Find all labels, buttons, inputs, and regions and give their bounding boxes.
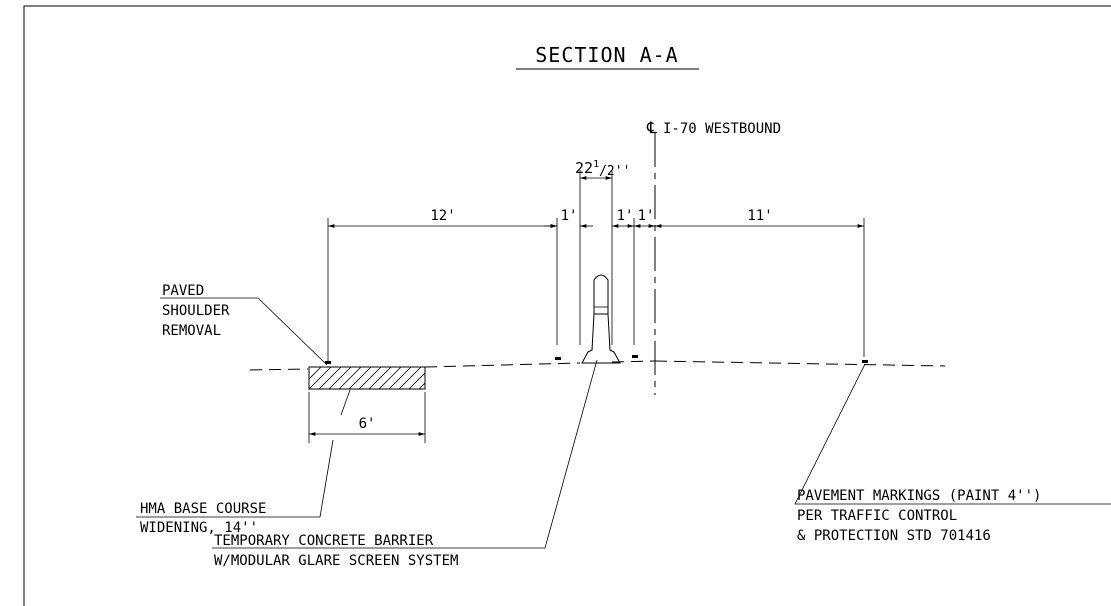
label-markings-1: PAVEMENT MARKINGS (PAINT 4'') (797, 488, 1041, 504)
label-hma-base-1: HMA BASE COURSE (140, 501, 266, 517)
label-barrier-1: TEMPORARY CONCRETE BARRIER (214, 533, 434, 549)
dim-lane-width: 11' (747, 208, 772, 224)
label-markings-3: & PROTECTION STD 701416 (797, 528, 991, 544)
extension-lines (308, 170, 865, 443)
label-paved-shoulder-3: REMOVAL (162, 323, 221, 339)
label-paved-shoulder-1: PAVED (162, 283, 204, 299)
dim-barrier-base: 221/2'' (575, 159, 630, 179)
dim-offset-left: 1' (561, 208, 578, 224)
concrete-barrier (581, 274, 621, 364)
label-hma-base-2: WIDENING, 14'' (140, 520, 258, 536)
dim-barrier-base-main: 22 (575, 159, 593, 177)
leaders (136, 297, 1111, 549)
dim-widening-width: 6' (359, 416, 376, 432)
centerline-label: I-70 WESTBOUND (663, 121, 781, 137)
dim-barrier-base-sup: 1 (593, 159, 599, 170)
label-markings-2: PER TRAFFIC CONTROL (797, 508, 957, 524)
section-title: SECTION A-A (535, 43, 678, 67)
pavement-line (249, 360, 946, 371)
pavement-marking-ticks (325, 355, 868, 364)
dimension-lines (309, 176, 864, 436)
label-barrier-2: W/MODULAR GLARE SCREEN SYSTEM (214, 553, 458, 569)
label-paved-shoulder-2: SHOULDER (162, 303, 230, 319)
centerline-symbol: ℄ (646, 118, 658, 137)
centerline: ℄ I-70 WESTBOUND (646, 118, 781, 395)
drawing-border (23, 5, 1111, 606)
dim-offset-right-1: 1' (617, 208, 634, 224)
dim-shoulder-width: 12' (430, 208, 455, 224)
dim-barrier-base-sub: /2'' (599, 164, 630, 179)
dim-offset-right-2: 1' (638, 208, 655, 224)
hma-widening-block (308, 366, 426, 390)
